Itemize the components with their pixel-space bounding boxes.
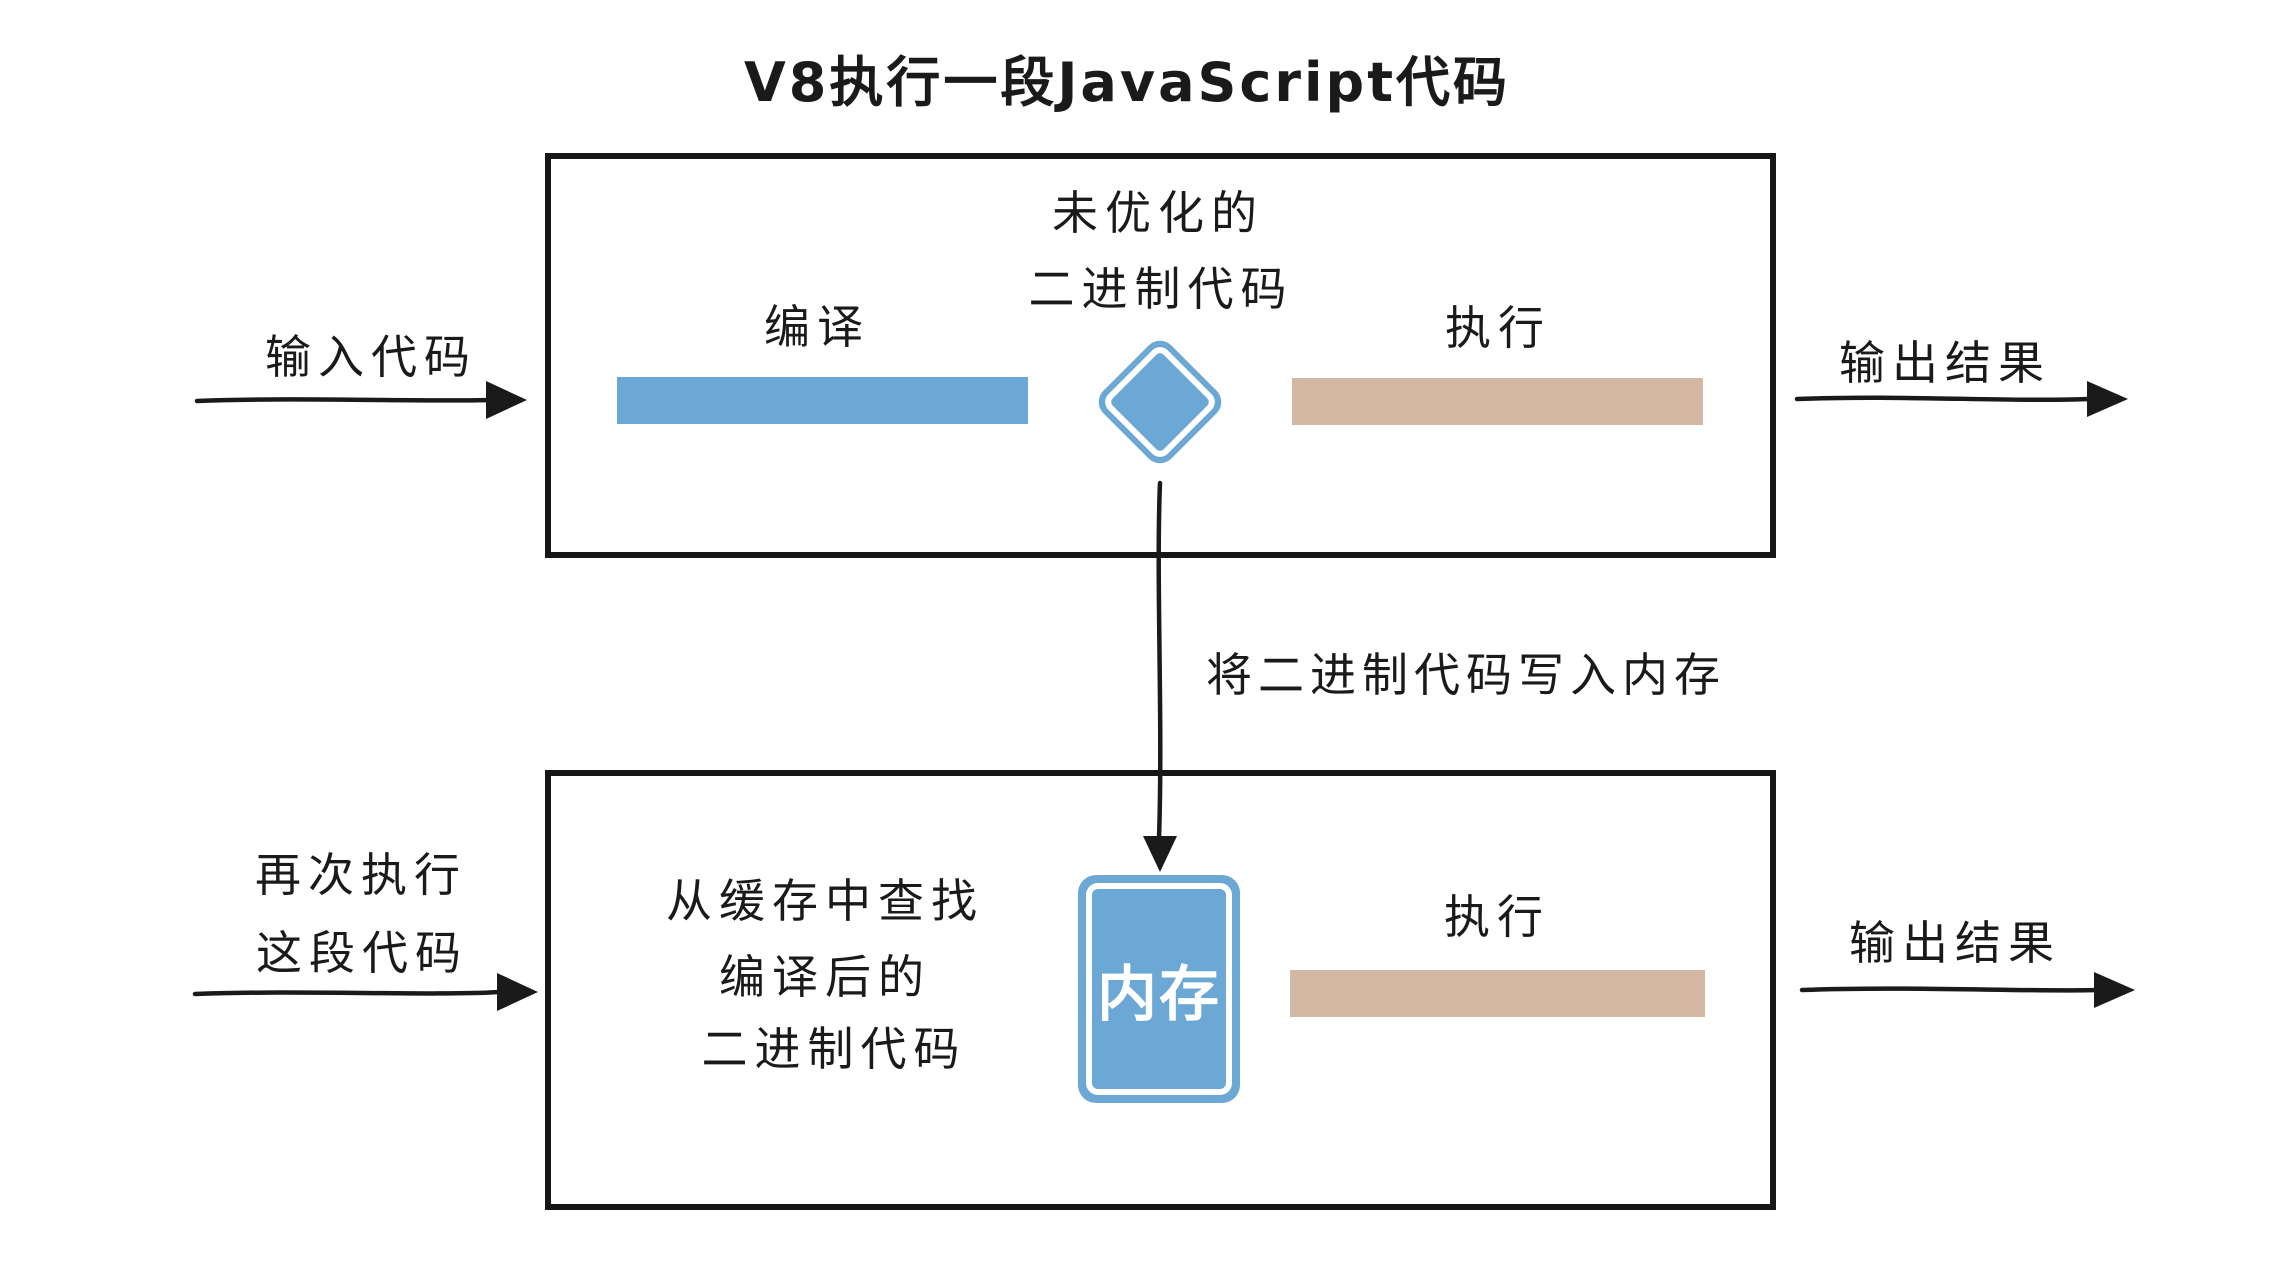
- execute-bar-stage2: [1290, 970, 1705, 1017]
- rerun-label-line1: 再次执行: [255, 848, 467, 902]
- execute-bar-stage1: [1292, 378, 1703, 425]
- execute-label-stage2: 执行: [1444, 890, 1550, 944]
- cache-lookup-label-line3: 二进制代码: [701, 1022, 967, 1076]
- output-arrow-bottom-line: [1799, 986, 2098, 993]
- rerun-arrow-line: [192, 989, 503, 997]
- unoptimized-binary-label-line2: 二进制代码: [1028, 262, 1294, 316]
- output-arrowhead-top-icon: [2087, 381, 2128, 417]
- compile-label: 编译: [764, 300, 870, 354]
- output-arrow-bottom: [1799, 972, 2135, 1008]
- execute-label-stage1: 执行: [1445, 301, 1551, 355]
- input-code-label: 输入代码: [265, 330, 477, 384]
- rerun-arrowhead-icon: [497, 973, 538, 1011]
- cache-lookup-label-line2: 编译后的: [719, 950, 931, 1004]
- rerun-label-line2: 这段代码: [256, 926, 468, 980]
- output-result-label-bottom: 输出结果: [1849, 916, 2061, 970]
- memory-box: 内存: [1078, 875, 1240, 1103]
- output-arrow-top-line: [1794, 395, 2091, 403]
- cache-lookup-label-line1: 从缓存中查找: [666, 874, 984, 928]
- unoptimized-binary-label-line1: 未优化的: [1052, 186, 1264, 240]
- input-arrow-line: [194, 397, 493, 404]
- write-binary-to-memory-label: 将二进制代码写入内存: [1206, 648, 1726, 702]
- output-arrowhead-bottom-icon: [2094, 972, 2135, 1008]
- memory-label: 内存: [1097, 959, 1221, 1030]
- input-arrow: [194, 381, 527, 419]
- compile-bar: [617, 377, 1028, 424]
- output-result-label-top: 输出结果: [1839, 336, 2051, 390]
- input-arrowhead-icon: [486, 381, 527, 419]
- diagram-title: V8执行一段JavaScript代码: [743, 51, 1511, 114]
